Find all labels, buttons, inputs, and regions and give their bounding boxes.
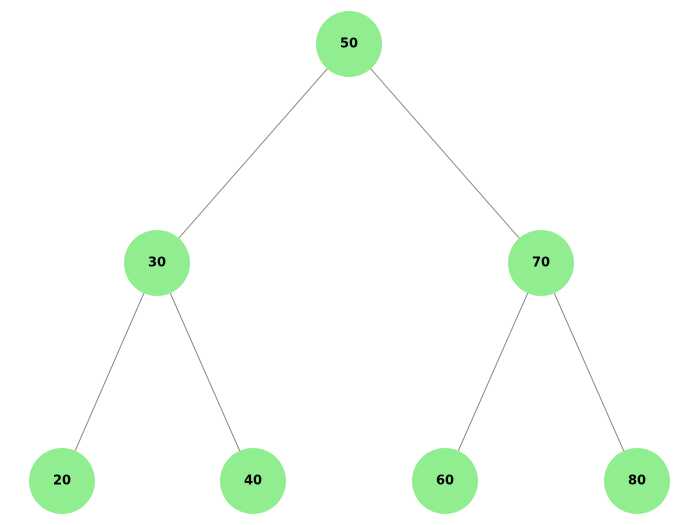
node-circle-70 [508, 230, 574, 296]
node-label: 80 [628, 474, 646, 489]
tree-node-80: 80 [604, 448, 670, 514]
node-label: 40 [244, 474, 262, 489]
node-label: 30 [148, 256, 166, 271]
node-label: 60 [436, 474, 454, 489]
tree-edge-30-20 [61, 262, 158, 482]
tree-node-20: 20 [29, 448, 95, 514]
node-circle-20 [29, 448, 95, 514]
node-label: 50 [340, 37, 358, 52]
tree-node-30: 30 [124, 230, 190, 296]
node-circle-50 [316, 11, 382, 77]
node-label: 20 [53, 474, 71, 489]
tree-edge-30-40 [156, 262, 254, 482]
tree-edge-70-80 [540, 262, 638, 482]
node-circle-40 [220, 448, 286, 514]
tree-node-50: 50 [316, 11, 382, 77]
node-label: 70 [532, 256, 550, 271]
node-circle-80 [604, 448, 670, 514]
tree-node-70: 70 [508, 230, 574, 296]
tree-edge-50-30 [156, 43, 350, 264]
tree-edge-50-70 [348, 43, 542, 264]
node-circle-30 [124, 230, 190, 296]
tree-edge-70-60 [444, 262, 542, 482]
node-circle-60 [412, 448, 478, 514]
tree-node-60: 60 [412, 448, 478, 514]
tree-node-40: 40 [220, 448, 286, 514]
